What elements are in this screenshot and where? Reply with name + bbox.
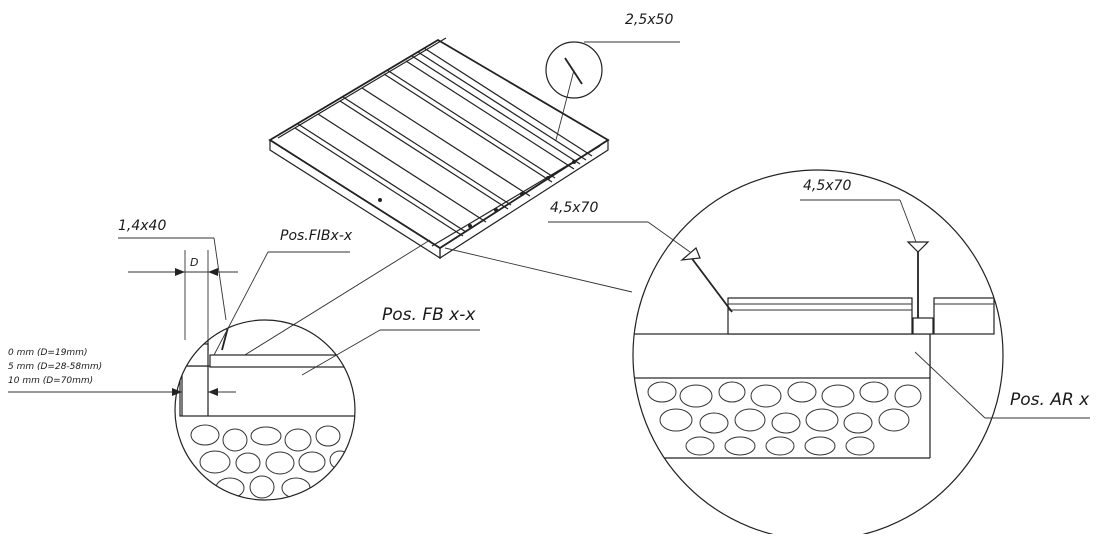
right-nail-1-leader (647, 221, 691, 253)
left-detail: D 1,4x40 Pos.FIBx-x Pos. FB x-x 0 mm (D=… (8, 218, 480, 501)
right-pos-leader (914, 351, 986, 419)
right-pos-label: Pos. AR x (1010, 390, 1090, 410)
nail-detail-circle (545, 41, 603, 99)
right-detail: 4,5x70 4,5x70 Pos. AR x (548, 169, 1090, 539)
gap-note-0: 0 mm (D=19mm) (8, 348, 87, 358)
gap-note-5: 5 mm (D=28-58mm) (8, 362, 102, 372)
panel-nail-label: 2,5x50 (625, 12, 673, 28)
vertical-nail-head (906, 241, 930, 253)
left-pos-bottom-leader (301, 329, 381, 376)
base-slab-right (633, 333, 931, 379)
floor-board-right (727, 297, 913, 335)
floor-board-left (209, 354, 355, 368)
left-pos-top-label: Pos.FIBx-x (280, 228, 353, 244)
clip-bracket (187, 334, 201, 343)
wall-post-left (181, 320, 209, 351)
detail-connector-right (444, 247, 633, 293)
gravel-right (633, 378, 950, 458)
right-nail-1-label: 4,5x70 (550, 200, 598, 216)
floor-panel-isometric: 2,5x50 (268, 12, 680, 260)
left-nail-leader (213, 237, 227, 321)
joint-block (912, 317, 934, 335)
floor-board-right-next (933, 297, 995, 335)
left-pos-top-leader (213, 251, 269, 356)
panel-boards (294, 47, 593, 237)
wall-sill-left (181, 343, 209, 367)
gap-note-10: 10 mm (D=70mm) (8, 376, 93, 386)
left-pos-bottom-label: Pos. FB x-x (382, 305, 476, 325)
slant-nail-icon (689, 255, 733, 313)
dim-d-label: D (190, 256, 198, 269)
right-detail-circle (632, 169, 1004, 539)
right-nail-2-leader (899, 199, 917, 243)
panel-end-rail (431, 145, 601, 247)
slant-nail-head (680, 246, 701, 261)
left-nail-label: 1,4x40 (118, 218, 166, 234)
right-nail-2-label: 4,5x70 (803, 178, 851, 194)
panel-nails (378, 160, 576, 228)
nail-detail-leader (555, 69, 575, 141)
gravel-left (180, 415, 355, 500)
left-detail-circle (174, 319, 356, 501)
base-slab-left (179, 365, 355, 417)
detail-connector-left (239, 239, 431, 359)
